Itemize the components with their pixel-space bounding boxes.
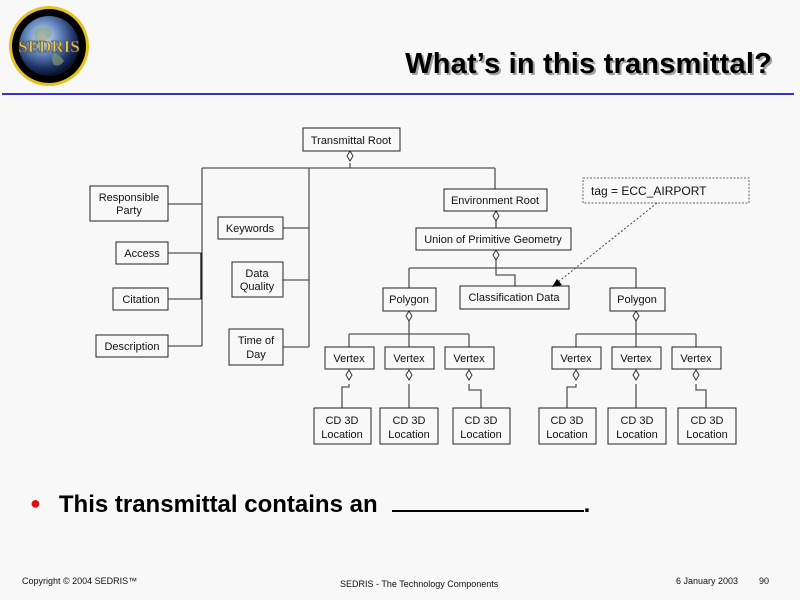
- svg-text:Location: Location: [686, 429, 728, 441]
- svg-text:CD 3D: CD 3D: [392, 415, 425, 427]
- svg-text:Description: Description: [104, 341, 159, 353]
- page-title: What’s in this transmittal?: [405, 48, 772, 80]
- note-tag: tag = ECC_AIRPORT: [582, 177, 750, 204]
- svg-text:Location: Location: [616, 429, 658, 441]
- node-vertex: Vertex: [384, 346, 435, 370]
- svg-text:Responsible: Responsible: [99, 192, 160, 204]
- node-environment-root: Environment Root: [443, 188, 548, 212]
- node-vertex: Vertex: [324, 346, 375, 370]
- node-description: Description: [95, 334, 169, 358]
- svg-text:Union of Primitive Geometry: Union of Primitive Geometry: [424, 234, 562, 246]
- connectors: [168, 163, 707, 408]
- node-transmittal-root: Transmittal Root: [302, 127, 401, 152]
- node-time-of-day: Time of Day: [228, 328, 284, 366]
- node-classification-data: Classification Data: [459, 285, 570, 310]
- svg-text:Location: Location: [546, 429, 588, 441]
- node-polygon: Polygon: [382, 287, 437, 312]
- node-responsible-party: Responsible Party: [89, 185, 169, 222]
- diamond-icon: [572, 369, 580, 381]
- arrowhead-icon: [552, 279, 562, 287]
- diamond-icon: [405, 310, 413, 322]
- bullet-text: This transmittal contains an: [58, 491, 378, 518]
- node-cd-3d-location: CD 3D Location: [452, 407, 511, 445]
- node-cd-3d-location: CD 3D Location: [538, 407, 597, 445]
- svg-text:Party: Party: [116, 205, 142, 217]
- node-citation: Citation: [112, 287, 169, 311]
- diamond-icon: [405, 369, 413, 381]
- node-cd-3d-location: CD 3D Location: [607, 407, 667, 445]
- sedris-logo: SEDRIS: [9, 6, 89, 86]
- svg-text:Keywords: Keywords: [226, 223, 275, 235]
- svg-text:Polygon: Polygon: [389, 294, 429, 306]
- bullet-item: ● This transmittal contains an .: [30, 490, 590, 519]
- node-union-primitive-geometry: Union of Primitive Geometry: [415, 227, 572, 251]
- node-vertex: Vertex: [444, 346, 495, 370]
- svg-text:CD 3D: CD 3D: [690, 415, 723, 427]
- diamond-icon: [346, 150, 354, 162]
- svg-text:Location: Location: [460, 429, 502, 441]
- footer-copyright: Copyright © 2004 SEDRIS™: [22, 576, 138, 586]
- node-vertex: Vertex: [551, 346, 602, 370]
- note-link: [557, 202, 658, 283]
- page-number: 90: [759, 576, 770, 586]
- svg-text:Vertex: Vertex: [560, 353, 592, 365]
- svg-text:Time of: Time of: [238, 335, 275, 347]
- svg-text:CD 3D: CD 3D: [464, 415, 497, 427]
- note-text: tag = ECC_AIRPORT: [591, 184, 707, 198]
- svg-text:Vertex: Vertex: [393, 353, 425, 365]
- svg-text:Day: Day: [246, 349, 266, 361]
- fill-in-blank: [391, 490, 584, 512]
- svg-text:Vertex: Vertex: [620, 353, 652, 365]
- svg-text:Vertex: Vertex: [680, 353, 712, 365]
- node-vertex: Vertex: [611, 346, 662, 370]
- svg-text:Environment Root: Environment Root: [451, 195, 539, 207]
- svg-text:Vertex: Vertex: [453, 353, 485, 365]
- svg-text:CD 3D: CD 3D: [550, 415, 583, 427]
- node-access: Access: [115, 241, 169, 265]
- diamond-icon: [345, 369, 353, 381]
- svg-text:Polygon: Polygon: [617, 294, 657, 306]
- svg-text:Transmittal Root: Transmittal Root: [311, 135, 391, 147]
- aggregation-diamonds: [345, 150, 700, 381]
- diamond-icon: [465, 369, 473, 381]
- title-divider: [2, 93, 794, 95]
- svg-text:Access: Access: [124, 248, 160, 260]
- svg-text:Citation: Citation: [122, 294, 159, 306]
- svg-text:Quality: Quality: [240, 281, 275, 293]
- diamond-icon: [492, 210, 500, 222]
- svg-text:Data: Data: [245, 268, 269, 280]
- bullet-period: .: [583, 491, 591, 518]
- bullet-icon: ●: [30, 493, 41, 513]
- diamond-icon: [692, 369, 700, 381]
- footer-title: SEDRIS - The Technology Components: [340, 579, 499, 589]
- node-keywords: Keywords: [217, 216, 284, 240]
- svg-text:Vertex: Vertex: [333, 353, 365, 365]
- diamond-icon: [632, 369, 640, 381]
- svg-text:CD 3D: CD 3D: [620, 415, 653, 427]
- node-polygon: Polygon: [609, 287, 666, 312]
- node-cd-3d-location: CD 3D Location: [313, 407, 372, 445]
- diamond-icon: [492, 249, 500, 261]
- svg-text:CD 3D: CD 3D: [325, 415, 358, 427]
- svg-text:Classification Data: Classification Data: [468, 292, 560, 304]
- svg-text:Location: Location: [321, 429, 363, 441]
- node-cd-3d-location: CD 3D Location: [677, 407, 737, 445]
- footer-date: 6 January 2003: [676, 576, 739, 586]
- svg-text:Location: Location: [388, 429, 430, 441]
- diamond-icon: [632, 310, 640, 322]
- node-cd-3d-location: CD 3D Location: [379, 407, 439, 445]
- node-vertex: Vertex: [671, 346, 722, 370]
- node-data-quality: Data Quality: [231, 261, 284, 298]
- logo-text: SEDRIS: [18, 37, 79, 56]
